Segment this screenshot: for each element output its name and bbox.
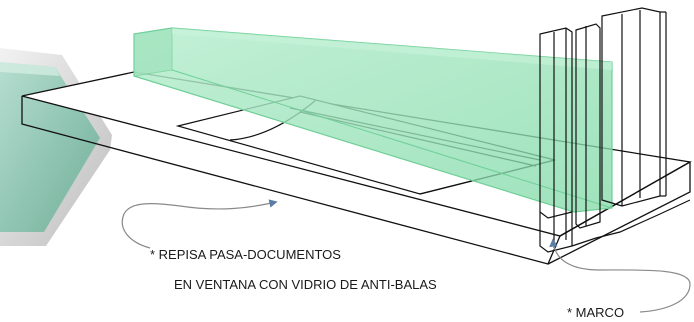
marco-label: * MARCO: [567, 305, 624, 320]
marco-leader-arrow: [549, 238, 691, 313]
repisa-label-line2: EN VENTANA CON VIDRIO DE ANTI-BALAS: [174, 277, 437, 292]
repisa-label-line1: * REPISA PASA-DOCUMENTOS: [150, 247, 341, 262]
bulletproof-glass-panel: [133, 27, 613, 213]
repisa-leader-arrow: [121, 199, 278, 249]
window-photo-image: [0, 48, 112, 246]
window-frame-profiles: [539, 7, 691, 253]
